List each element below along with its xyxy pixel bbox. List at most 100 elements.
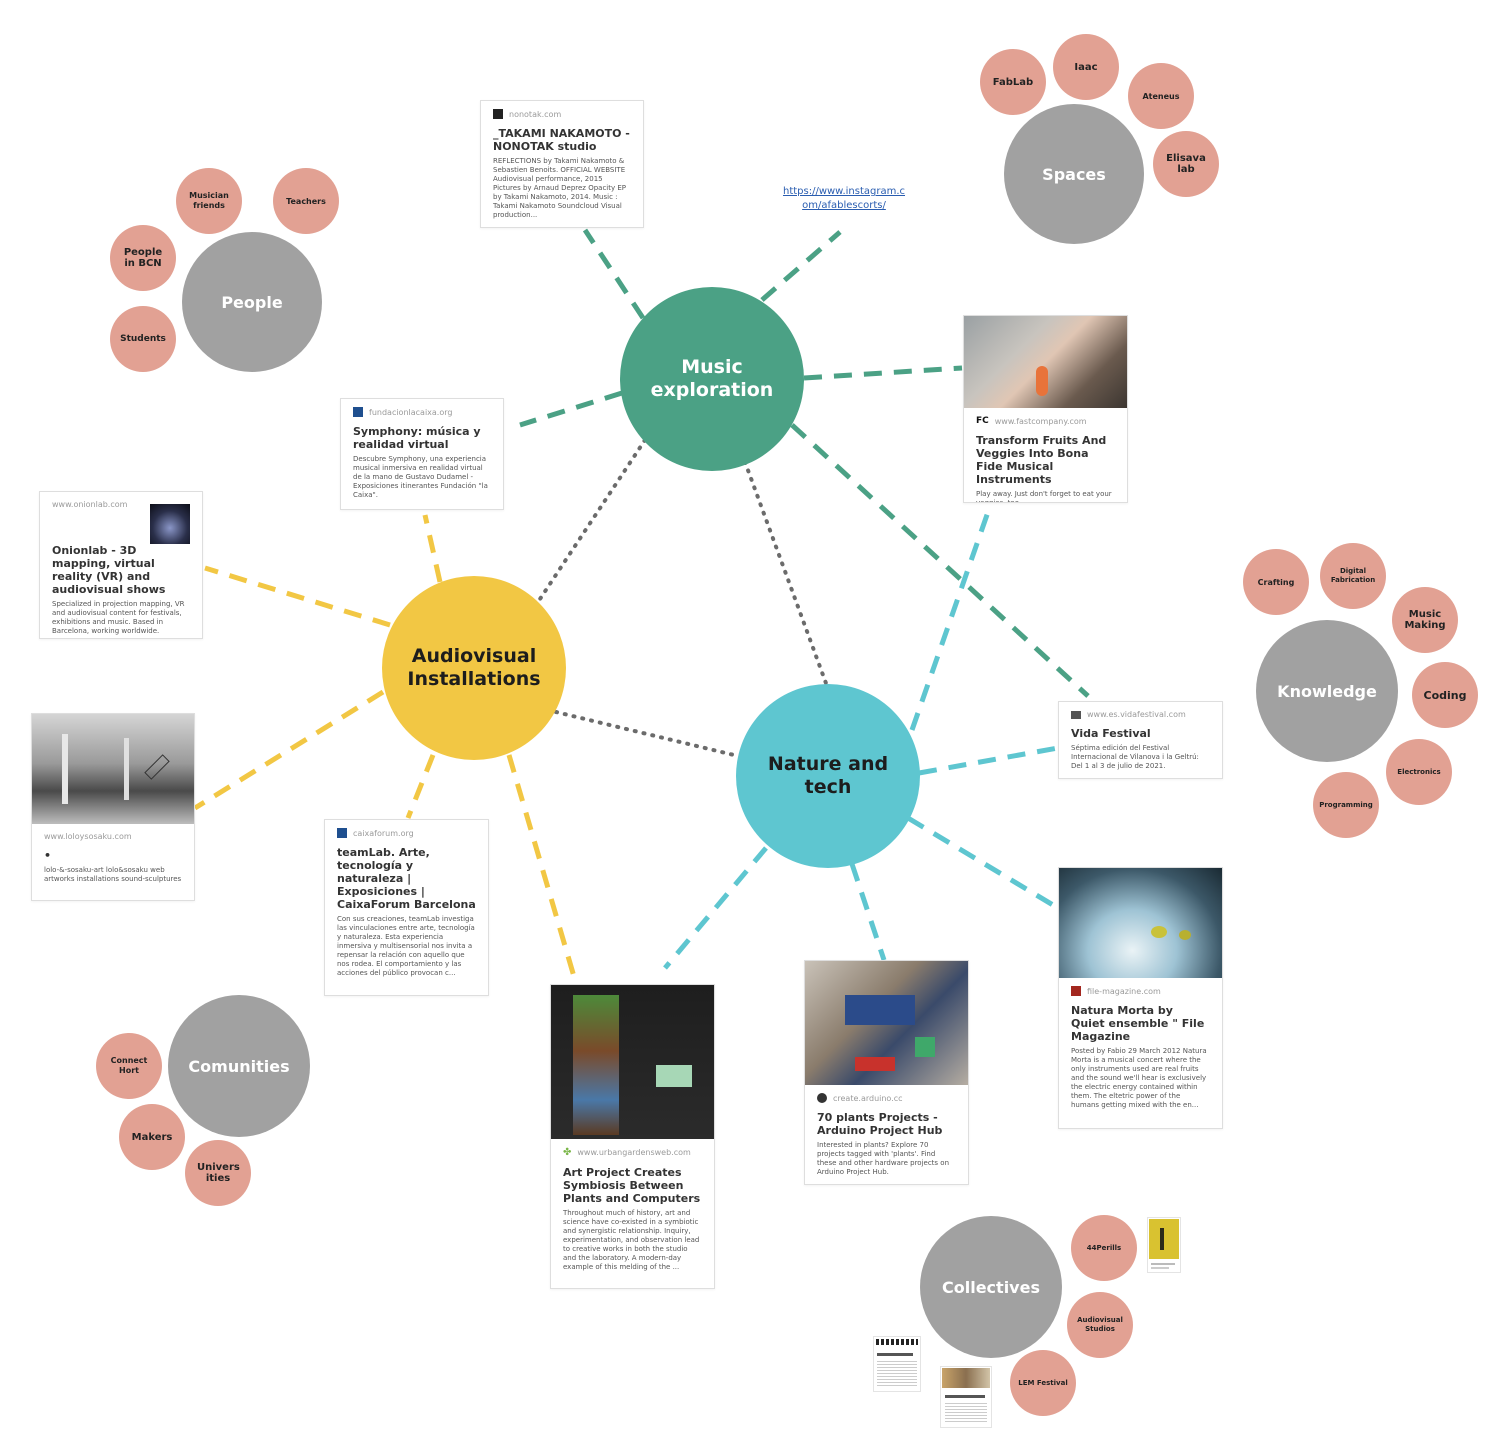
people-item-people-in-bcn[interactable]: People in BCN [110, 225, 176, 291]
card-arduino[interactable]: create.arduino.cc 70 plants Projects - A… [804, 960, 969, 1185]
people-item-label: Students [120, 333, 166, 344]
card-source-text: create.arduino.cc [833, 1093, 903, 1103]
audiovisual-connectors [193, 514, 578, 981]
knowledge-item-music-making[interactable]: Music Making [1392, 587, 1458, 653]
hub-nature-label: Nature and tech [767, 753, 889, 798]
card-nonotak[interactable]: nonotak.com _TAKAMI NAKAMOTO - NONOTAK s… [480, 100, 644, 228]
vida-logo-icon [1071, 710, 1081, 719]
card-source-text: www.onionlab.com [52, 500, 128, 509]
knowledge-item-electronics[interactable]: Electronics [1386, 739, 1452, 805]
card-urbangardens[interactable]: ✤www.urbangardensweb.com Art Project Cre… [550, 984, 715, 1289]
people-item-students[interactable]: Students [110, 306, 176, 372]
card-source: fundacionlacaixa.org [353, 407, 491, 417]
people-item-label: People in BCN [123, 247, 163, 269]
card-description: lolo-&-sosaku-art lolo&sosaku web artwor… [44, 866, 182, 883]
connector-av-loloysosaku [193, 689, 385, 811]
connector-nature-fastcompany [909, 511, 991, 731]
cluster-collectives-label: Collectives [942, 1277, 1040, 1297]
people-item-musician-friends[interactable]: Musician friends [176, 168, 242, 234]
card-source-text: file-magazine.com [1087, 986, 1161, 996]
card-source: create.arduino.cc [817, 1093, 956, 1103]
card-onionlab[interactable]: www.onionlab.com Onionlab - 3D mapping, … [39, 491, 203, 639]
collectives-item-label: Audiovisual Studios [1077, 1316, 1123, 1333]
card-image-natura-morta [1059, 868, 1222, 978]
cabinet-shape [573, 995, 619, 1135]
connector-music-symphony [519, 390, 623, 428]
knowledge-item-label: Crafting [1257, 577, 1295, 587]
card-teamlab[interactable]: caixaforum.org teamLab. Arte, tecnología… [324, 819, 489, 996]
communities-item-label: Univers ities [197, 1162, 240, 1184]
collectives-item-label: 44Perills [1086, 1243, 1122, 1252]
hub-music-exploration[interactable]: Music exploration [620, 287, 804, 471]
cluster-communities-label: Comunities [188, 1056, 290, 1076]
connector-av-teamlab [405, 754, 436, 819]
collectives-item-lem-festival[interactable]: LEM Festival [1010, 1350, 1076, 1416]
connector-av-onionlab [204, 565, 391, 628]
card-source-text: www.loloysosaku.com [44, 832, 132, 841]
connector-music-fastcompany [803, 365, 963, 381]
fruit-shape [1151, 926, 1167, 938]
knowledge-item-crafting[interactable]: Crafting [1243, 549, 1309, 615]
communities-item-universities[interactable]: Univers ities [185, 1140, 251, 1206]
hub-audiovisual-installations[interactable]: Audiovisual Installations [382, 576, 566, 760]
hub-nature-and-tech[interactable]: Nature and tech [736, 684, 920, 868]
thumbnail-title-line [877, 1353, 913, 1356]
nonotak-favicon-icon [493, 109, 503, 119]
column-shape [144, 754, 170, 780]
spaces-item-ateneus[interactable]: Ateneus [1128, 63, 1194, 129]
collectives-thumbnail-poster[interactable] [1147, 1217, 1181, 1273]
card-source-text: www.es.vidafestival.com [1087, 710, 1186, 719]
thumbnail-text-lines [945, 1403, 987, 1423]
card-title: 70 plants Projects - Arduino Project Hub [817, 1111, 943, 1137]
thumbnail-banner [876, 1339, 918, 1345]
card-title: Symphony: música y realidad virtual [353, 425, 481, 451]
card-description: Séptima edición del Festival Internacion… [1071, 744, 1199, 770]
knowledge-item-digital-fabrication[interactable]: Digital Fabrication [1320, 543, 1386, 609]
file-magazine-logo-icon [1071, 986, 1081, 996]
spaces-item-iaac[interactable]: Iaac [1053, 34, 1119, 100]
communities-item-connect-hort[interactable]: Connect Hort [96, 1033, 162, 1099]
collectives-item-44perills[interactable]: 44Perills [1071, 1215, 1137, 1281]
knowledge-item-coding[interactable]: Coding [1412, 662, 1478, 728]
cluster-spaces[interactable]: Spaces [1004, 104, 1144, 244]
spaces-item-label: FabLab [992, 76, 1034, 88]
card-file-magazine[interactable]: file-magazine.com Natura Morta by Quiet … [1058, 867, 1223, 1129]
communities-item-makers[interactable]: Makers [119, 1104, 185, 1170]
collectives-item-label: LEM Festival [1018, 1378, 1068, 1387]
fruit-shape [1179, 930, 1191, 940]
spaces-item-fablab[interactable]: FabLab [980, 49, 1046, 115]
column-shape [124, 738, 129, 800]
cluster-people[interactable]: People [182, 232, 322, 372]
cluster-collectives[interactable]: Collectives [920, 1216, 1062, 1358]
knowledge-item-label: Electronics [1397, 767, 1441, 776]
cluster-communities[interactable]: Comunities [168, 995, 310, 1137]
card-description: Con sus creaciones, teamLab investiga la… [337, 915, 475, 977]
card-title: Onionlab - 3D mapping, virtual reality (… [52, 544, 166, 596]
card-title: • [44, 849, 52, 862]
collectives-thumbnail-card-b[interactable] [940, 1366, 992, 1428]
collectives-thumbnail-card-a[interactable] [873, 1336, 921, 1392]
spaces-item-elisava-lab[interactable]: Elisava lab [1153, 131, 1219, 197]
column-shape [62, 734, 68, 804]
card-title: Natura Morta by Quiet ensemble " File Ma… [1071, 1004, 1205, 1043]
poster-caption-line [1151, 1267, 1169, 1269]
card-source-text: fundacionlacaixa.org [369, 407, 453, 417]
card-source-text: www.fastcompany.com [994, 416, 1087, 426]
collectives-item-audiovisual-studios[interactable]: Audiovisual Studios [1067, 1292, 1133, 1358]
poster-image [1149, 1219, 1179, 1259]
card-vida-festival[interactable]: www.es.vidafestival.com Vida Festival Sé… [1058, 701, 1223, 779]
thumbnail-photo [942, 1368, 990, 1388]
people-item-teachers[interactable]: Teachers [273, 168, 339, 234]
relay-board-shape [845, 995, 915, 1025]
card-description: Throughout much of history, art and scie… [563, 1209, 700, 1271]
thumbnail-text-lines [877, 1361, 917, 1387]
cluster-knowledge[interactable]: Knowledge [1256, 620, 1398, 762]
card-loloysosaku[interactable]: www.loloysosaku.com • lolo-&-sosaku-art … [31, 713, 195, 901]
card-source: nonotak.com [493, 109, 631, 119]
people-item-label: Teachers [286, 196, 326, 206]
instagram-link[interactable]: https://www.instagram.com/afablescorts/ [782, 185, 906, 213]
card-symphony[interactable]: fundacionlacaixa.org Symphony: música y … [340, 398, 504, 510]
knowledge-item-programming[interactable]: Programming [1313, 772, 1379, 838]
